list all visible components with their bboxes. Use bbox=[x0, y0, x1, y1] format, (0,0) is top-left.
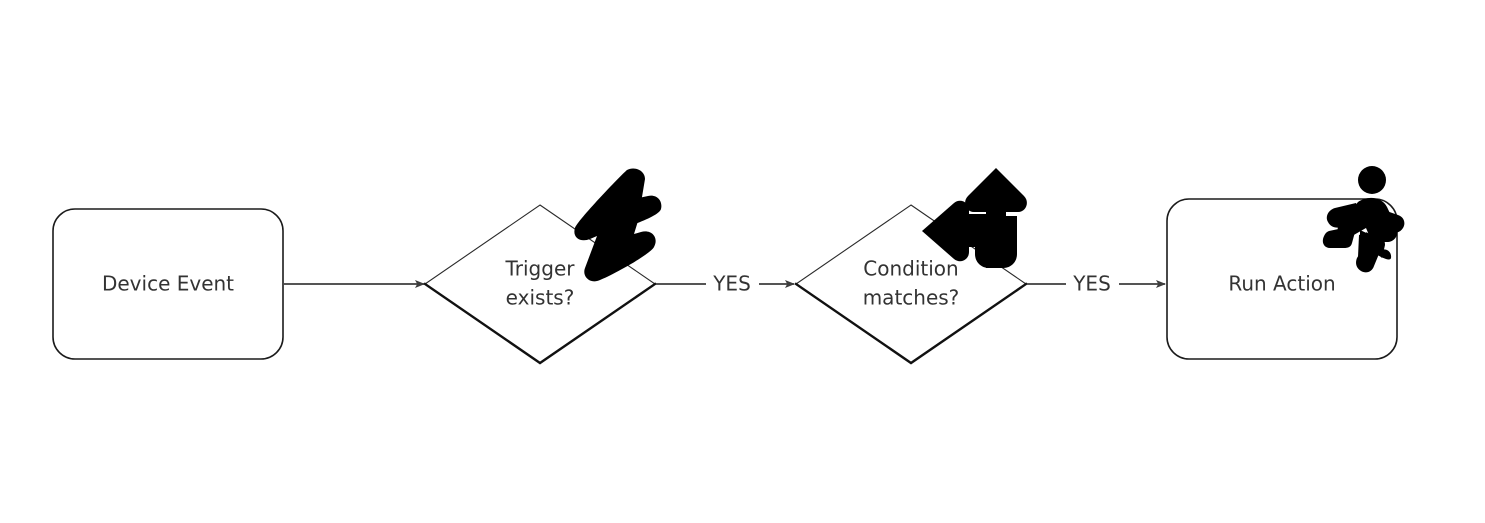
run-action-label: Run Action bbox=[1228, 272, 1335, 296]
running-person-icon bbox=[1322, 166, 1405, 273]
edge-label-yes-1: YES bbox=[712, 272, 751, 296]
condition-matches-label-line2: matches? bbox=[863, 286, 960, 310]
condition-matches-shape-emphasis bbox=[794, 282, 1028, 365]
node-device-event[interactable]: Device Event bbox=[52, 208, 284, 360]
device-event-shape[interactable] bbox=[52, 208, 284, 360]
trigger-exists-shape-emphasis bbox=[423, 282, 657, 365]
device-event-label: Device Event bbox=[102, 272, 234, 296]
edge-condition-to-action: YES bbox=[1027, 272, 1166, 296]
trigger-exists-label-line1: Trigger bbox=[505, 257, 576, 281]
edge-label-yes-2: YES bbox=[1072, 272, 1111, 296]
condition-matches-label-line1: Condition bbox=[863, 257, 958, 281]
lightning-bolt-icon bbox=[574, 168, 662, 282]
running-person-head bbox=[1358, 166, 1386, 194]
trigger-exists-label-line2: exists? bbox=[506, 286, 575, 310]
branch-arrow-icon bbox=[922, 168, 1027, 268]
edge-trigger-to-condition: YES bbox=[656, 272, 795, 296]
